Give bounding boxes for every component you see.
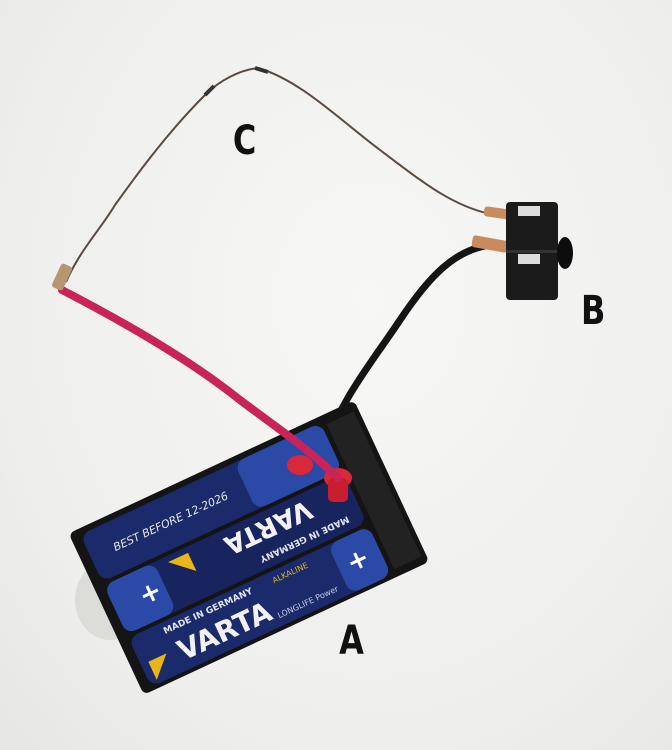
label-c: C (232, 118, 257, 164)
push-switch (506, 202, 573, 300)
battery: BEST BEFORE 12-2026 (83, 425, 340, 579)
copper-lead (483, 206, 513, 220)
battery-holder: BEST BEFORE 12-2026 + VARTA MADE IN GERM… (70, 402, 428, 693)
copper-lead (52, 263, 72, 291)
red-wire (58, 286, 342, 482)
red-terminal-cap (287, 455, 313, 475)
label-a: A (339, 618, 364, 664)
label-b: B (581, 288, 606, 334)
switch-button (557, 237, 573, 269)
wire-c (65, 66, 513, 283)
copper-lead (471, 235, 509, 253)
